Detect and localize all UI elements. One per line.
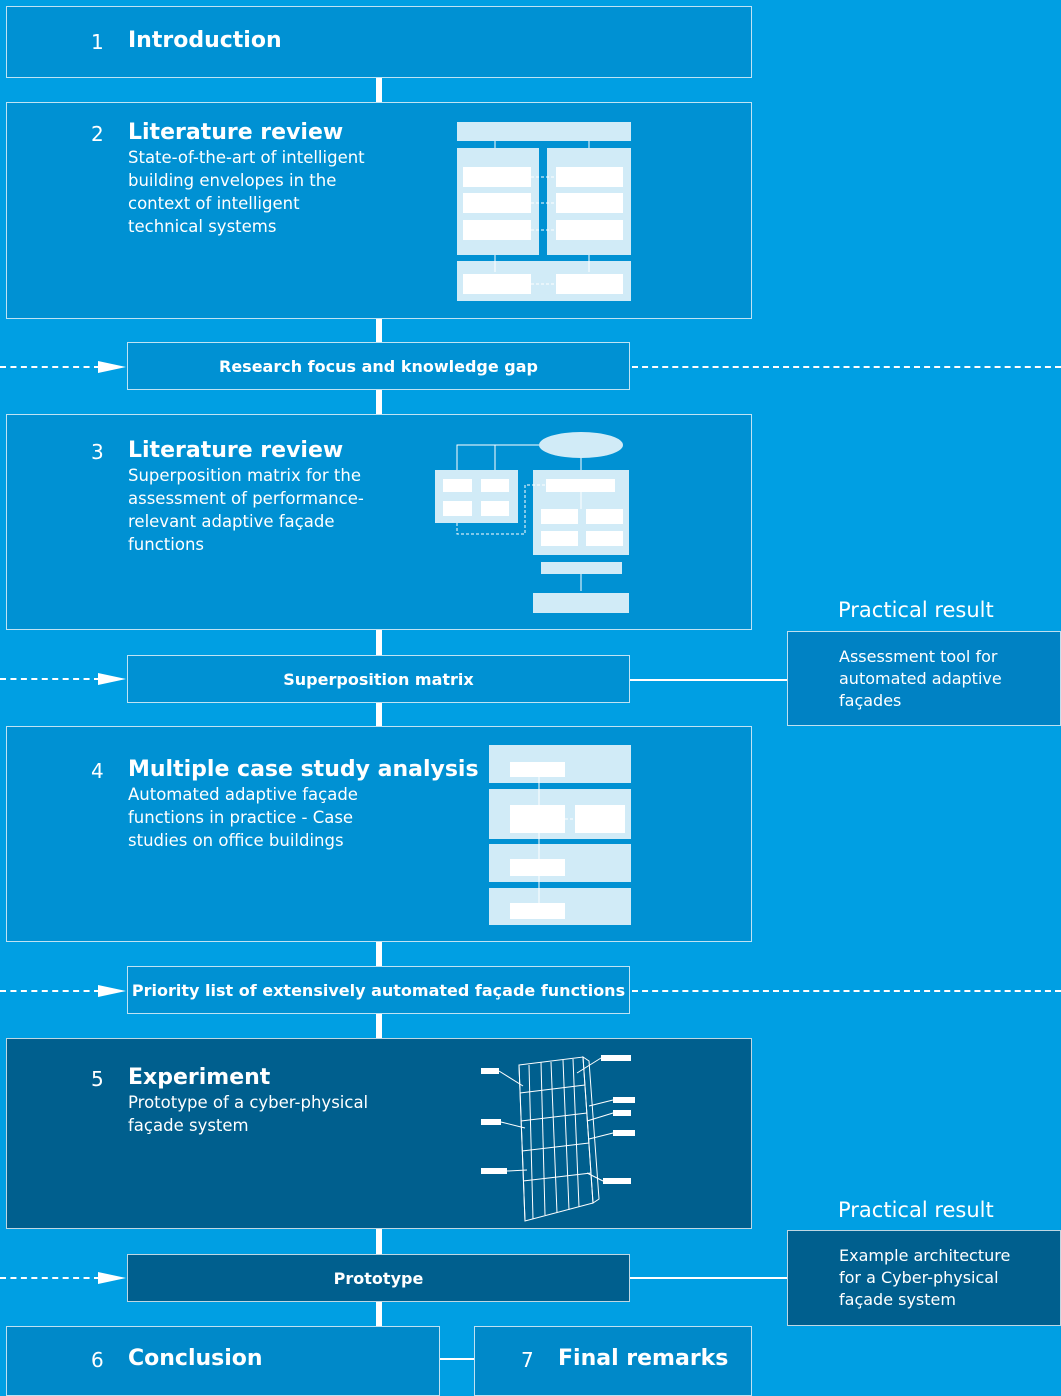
- step-number: 4: [91, 759, 104, 783]
- step-title: Introduction: [128, 28, 282, 53]
- step-number: 1: [91, 30, 104, 54]
- step-6-box: 6 Conclusion: [6, 1326, 440, 1396]
- dashed-continuation-line: [632, 990, 1061, 992]
- output-priority-list: Priority list of extensively automated f…: [127, 966, 630, 1014]
- arrow-right-icon: [98, 361, 126, 373]
- step-5-box: 5 Experiment Prototype of a cyber-physic…: [6, 1038, 752, 1229]
- step-number: 6: [91, 1348, 104, 1372]
- literature-structure-diagram: [457, 122, 631, 301]
- flow-connector: [376, 78, 382, 1328]
- step-description: Prototype of a cyber-physical façade sys…: [128, 1093, 369, 1135]
- step-title: Final remarks: [558, 1346, 729, 1371]
- arrow-right-icon: [98, 985, 126, 997]
- step-7-box: 7 Final remarks: [474, 1326, 752, 1396]
- step-description: Superposition matrix for the assessment …: [128, 466, 364, 554]
- practical-result-box: Assessment tool for automated adaptive f…: [787, 631, 1061, 726]
- superposition-matrix-diagram: [435, 432, 629, 613]
- arrow-right-icon: [98, 673, 126, 685]
- practical-result-title: Practical result: [838, 1198, 994, 1222]
- step-1-box: 1 Introduction: [6, 6, 752, 78]
- step-number: 7: [521, 1348, 534, 1372]
- output-superposition-matrix: Superposition matrix: [127, 655, 630, 703]
- step-title: Literature review: [128, 438, 344, 463]
- step-title: Conclusion: [128, 1346, 263, 1371]
- dashed-feed-line: [0, 990, 100, 992]
- step-title: Experiment: [128, 1065, 271, 1090]
- result-connector: [630, 679, 788, 681]
- practical-result-description: Assessment tool for automated adaptive f…: [839, 647, 1002, 710]
- step-title: Literature review: [128, 120, 344, 145]
- case-study-diagram: [489, 745, 631, 925]
- step-3-box: 3 Literature review Superposition matrix…: [6, 414, 752, 630]
- practical-result-description: Example architecture for a Cyber-physica…: [839, 1246, 1011, 1309]
- step-description: Automated adaptive façade functions in p…: [128, 785, 358, 850]
- step-connector: [438, 1358, 476, 1360]
- practical-result-title: Practical result: [838, 598, 994, 622]
- dashed-continuation-line: [632, 366, 1061, 368]
- step-title: Multiple case study analysis: [128, 757, 479, 782]
- output-research-focus: Research focus and knowledge gap: [127, 342, 630, 390]
- step-4-box: 4 Multiple case study analysis Automated…: [6, 726, 752, 942]
- step-number: 3: [91, 440, 104, 464]
- facade-prototype-drawing: [481, 1055, 635, 1222]
- practical-result-box: Example architecture for a Cyber-physica…: [787, 1230, 1061, 1326]
- step-number: 2: [91, 122, 104, 146]
- result-connector: [630, 1277, 788, 1279]
- step-description: State-of-the-art of intelligent building…: [128, 148, 365, 236]
- dashed-feed-line: [0, 678, 100, 680]
- step-2-box: 2 Literature review State-of-the-art of …: [6, 102, 752, 319]
- step-number: 5: [91, 1067, 104, 1091]
- dashed-feed-line: [0, 366, 100, 368]
- dashed-feed-line: [0, 1277, 100, 1279]
- output-prototype: Prototype: [127, 1254, 630, 1302]
- arrow-right-icon: [98, 1272, 126, 1284]
